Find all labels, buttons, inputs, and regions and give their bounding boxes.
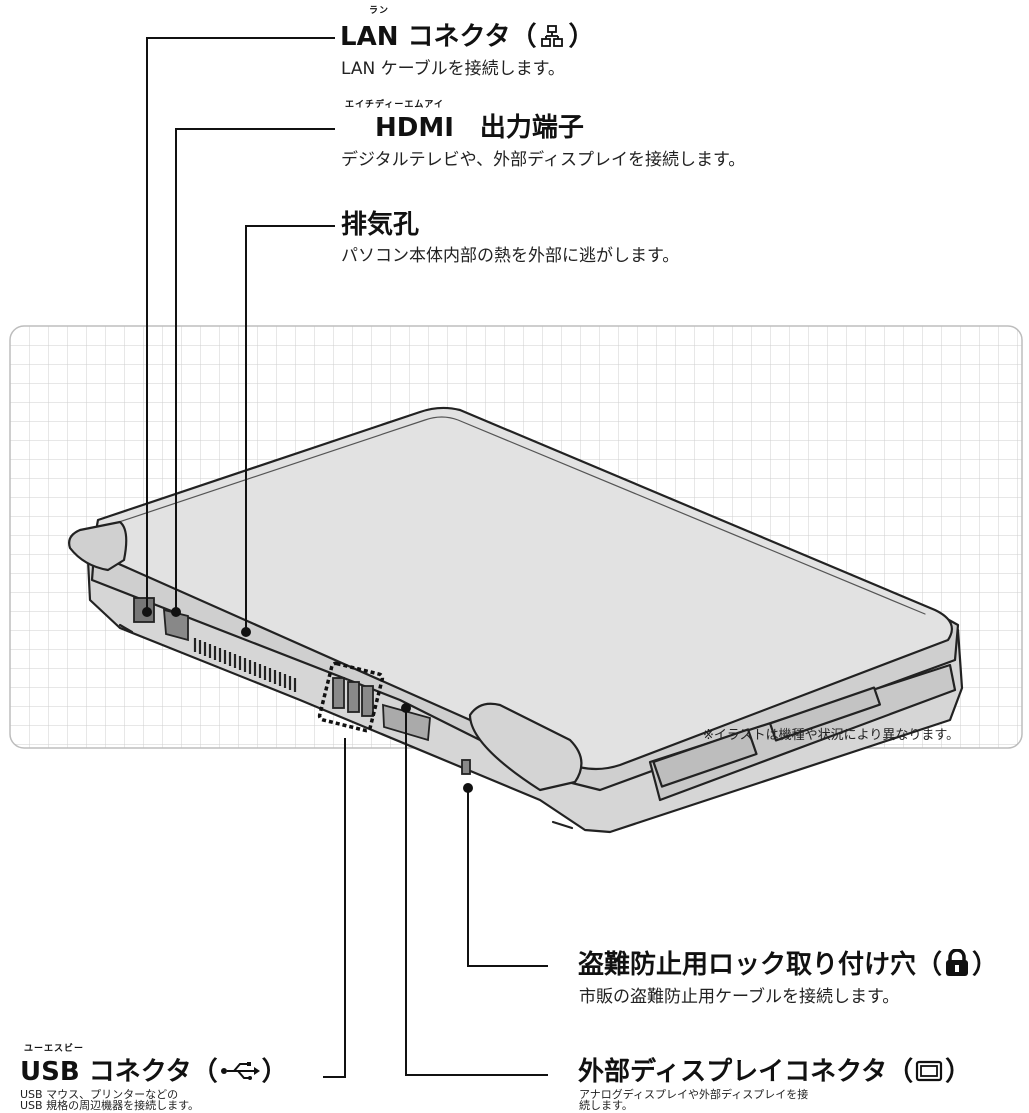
lan-ruby: ラン xyxy=(369,6,390,16)
hdmi-description: デジタルテレビや、外部ディスプレイを接続します。 xyxy=(341,150,746,170)
display-description-text-b: 続します。 xyxy=(579,1099,633,1112)
usb-ruby: ユーエスビー xyxy=(24,1044,85,1054)
usb-title-close: ） xyxy=(261,1057,288,1087)
monitor-icon xyxy=(915,1059,943,1083)
hdmi-output-title: HDMI 出力端子 xyxy=(375,113,584,143)
usb-description-text-a: USB マウス、プリンターなどの xyxy=(20,1088,179,1101)
lan-connector-title: LAN コネクタ（ ） xyxy=(340,22,594,52)
padlock-icon xyxy=(944,948,970,977)
lock-slot-title: 盗難防止用ロック取り付け穴（ ） xyxy=(578,948,999,980)
vent-description: パソコン本体内部の熱を外部に逃がします。 xyxy=(341,246,680,266)
lan-title-text: LAN コネクタ（ xyxy=(340,22,537,52)
vent-title: 排気孔 xyxy=(341,210,420,240)
illustration-footnote: ※イラストは機種や状況により異なります。 xyxy=(703,728,960,743)
lock-description: 市販の盗難防止用ケーブルを接続します。 xyxy=(579,987,900,1007)
display-connector-title: 外部ディスプレイコネクタ（ ） xyxy=(578,1057,971,1087)
lock-title-close: ） xyxy=(972,950,999,980)
lan-description: LAN ケーブルを接続します。 xyxy=(341,59,565,79)
usb-icon xyxy=(220,1058,260,1080)
lan-port-icon xyxy=(540,24,564,48)
usb-connector-title: USB コネクタ（ ） xyxy=(20,1057,288,1087)
display-description-text-a: アナログディスプレイや外部ディスプレイを接 xyxy=(579,1088,809,1101)
lan-title-close: ） xyxy=(568,22,595,52)
usb-description-text-b: USB 規格の周辺機器を接続します。 xyxy=(20,1099,199,1112)
display-description-line1: アナログディスプレイや外部ディスプレイを接続します。 xyxy=(579,1089,808,1111)
display-title-text: 外部ディスプレイコネクタ（ xyxy=(578,1057,914,1087)
usb-title-text: USB コネクタ（ xyxy=(20,1057,218,1087)
display-title-close: ） xyxy=(945,1057,972,1087)
hdmi-ruby: エイチディーエムアイ xyxy=(345,100,444,110)
lock-title-text: 盗難防止用ロック取り付け穴（ xyxy=(578,950,943,980)
